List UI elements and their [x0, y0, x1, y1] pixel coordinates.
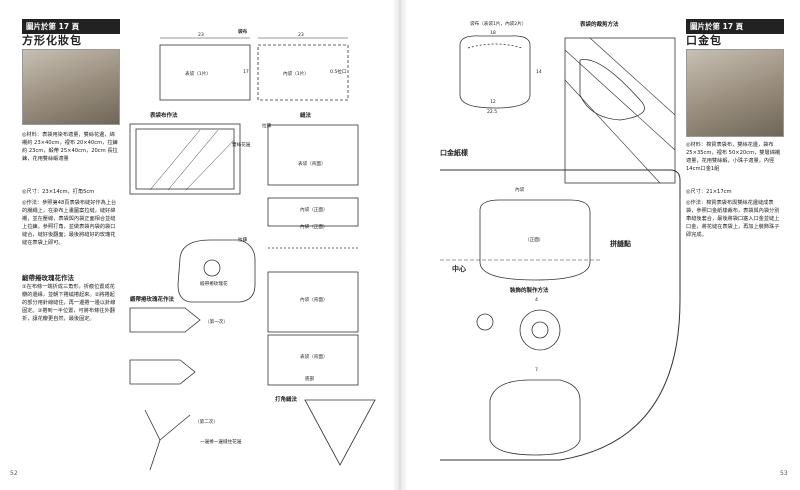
left-section2-title: 緞帶捲玫瑰花作法: [22, 274, 74, 282]
outer-back-label: 表袋（背面）: [300, 355, 328, 360]
corner-sew-sketch: [304, 399, 376, 466]
left-section2-text: ①在布條一端折成三角形，折痕位置成花瓣的邊緣，並朝下捲繞捲起來。②將捲起的部分用…: [22, 284, 116, 323]
left-method: ◎作法：參照第48頁表袋布縫好作為上台的腸繩上，在染布上畫圖案拉縫，縫好綿襯，並…: [22, 200, 117, 247]
bottom-label: 底部: [305, 377, 315, 382]
dim-14: 14: [536, 70, 542, 75]
left-page-header: 圖片於第 17 頁: [22, 19, 120, 34]
outer-bag-label: 表袋（1片）: [185, 72, 211, 77]
lace-edge-label: 雙絲花邊: [232, 143, 251, 148]
book-gutter: [392, 0, 408, 490]
sew-note: 一邊捲一邊縫住花邊: [200, 440, 242, 445]
product-photo-pouch: [22, 49, 120, 125]
inner-bag-pattern: [257, 44, 349, 101]
purse-inner-sketch: [479, 199, 591, 281]
purse-template-outline: [440, 169, 681, 461]
left-page-title: 方形化妝包: [22, 34, 82, 47]
step-fold-2: （第二次）: [195, 420, 218, 425]
inner-bag-label: 內袋（1片）: [283, 72, 309, 77]
right-page-header: 圖片於第 17 頁: [686, 19, 784, 34]
sew-step-2: [267, 197, 359, 227]
dim-7: 7: [535, 368, 538, 373]
dim-4: 4: [535, 298, 538, 303]
corner-method-title: 打角縫法: [275, 397, 298, 403]
front-label: （正面）: [525, 238, 544, 243]
purse-pattern-title: 口金紙樣: [440, 149, 468, 157]
right-materials: ◎材料：棉質表袋布，雙絲花邊，袋布 25×35cm，裡布 50×20cm，雙層綿…: [686, 142, 781, 173]
ribbon-step-2: [129, 359, 196, 385]
dim-22-5: 22.5: [487, 110, 498, 115]
cut-method-title: 表袋的裁剪方法: [580, 22, 619, 28]
flower-note: 緞帶捲玫瑰花: [200, 282, 228, 287]
sew-step-3: [267, 271, 359, 333]
right-size: ◎尺寸：21×17cm: [686, 189, 732, 195]
left-size: ◎尺寸：23×14cm，打角5cm: [22, 189, 95, 195]
purse-bag-pattern: [459, 35, 531, 109]
outer-method-frame: [129, 123, 241, 195]
pattern-bag-label: 袋布（表袋1片，內袋2片）: [470, 22, 527, 27]
join-point-label: 拼縫點: [610, 240, 631, 248]
inner-front-label: 內袋（正面）: [300, 208, 328, 213]
zipper-label: 拉鍊: [238, 238, 248, 243]
right-page-title: 口金包: [686, 34, 722, 47]
ribbon-step-1: [129, 307, 201, 333]
inner-front2-label: 內袋（正面）: [300, 225, 328, 230]
decor-flower: [519, 309, 561, 351]
sew-step-4: [267, 334, 359, 386]
outer-front-label: 表袋（背面）: [298, 162, 326, 167]
dim-23-b: 23: [298, 33, 304, 38]
dim-18: 18: [490, 31, 496, 36]
center-label: 中心: [452, 265, 466, 273]
ribbon-step-3: [144, 409, 191, 471]
outer-bag-pattern: [159, 44, 251, 101]
product-photo-purse: [686, 49, 784, 137]
right-page-number: 53: [780, 470, 788, 477]
flower-pouch-sketch: [177, 239, 256, 303]
bag-fabric-label: 袋布: [238, 30, 248, 35]
purse-final-sketch: [489, 379, 581, 456]
step-fold-1: （第一次）: [205, 320, 228, 325]
outer-method-title: 表袋布作法: [150, 113, 178, 119]
dim-12: 12: [490, 100, 496, 105]
ribbon-method-title: 緞帶捲玫瑰花作法: [130, 297, 175, 303]
dim-23-a: 23: [198, 33, 204, 38]
sew-step-1: [267, 124, 359, 186]
right-method: ◎作法：棉質表袋布與雙絲花邊縫成表袋，參照口金紙樣裁布，表袋與內袋分別車縫後套合…: [686, 200, 780, 239]
lining-label: 內袋: [515, 188, 525, 193]
cut-layout-frame: [564, 37, 676, 184]
left-materials: ◎材料：表袋用染布適量，雙絲花邊，綿襯約 23×40cm，裡布 20×40cm，…: [22, 132, 118, 163]
dim-17: 17: [243, 70, 249, 75]
left-page-number: 52: [10, 470, 18, 477]
sew-method-title: 縫法: [300, 113, 312, 119]
zipper-edge-label: 拉鍊: [262, 124, 272, 129]
inner-back-label: 內袋（背面）: [300, 298, 328, 303]
flower-method-title: 裝飾的製作方法: [510, 288, 549, 294]
seam-allowance-label: 0.5拉口: [330, 70, 347, 75]
